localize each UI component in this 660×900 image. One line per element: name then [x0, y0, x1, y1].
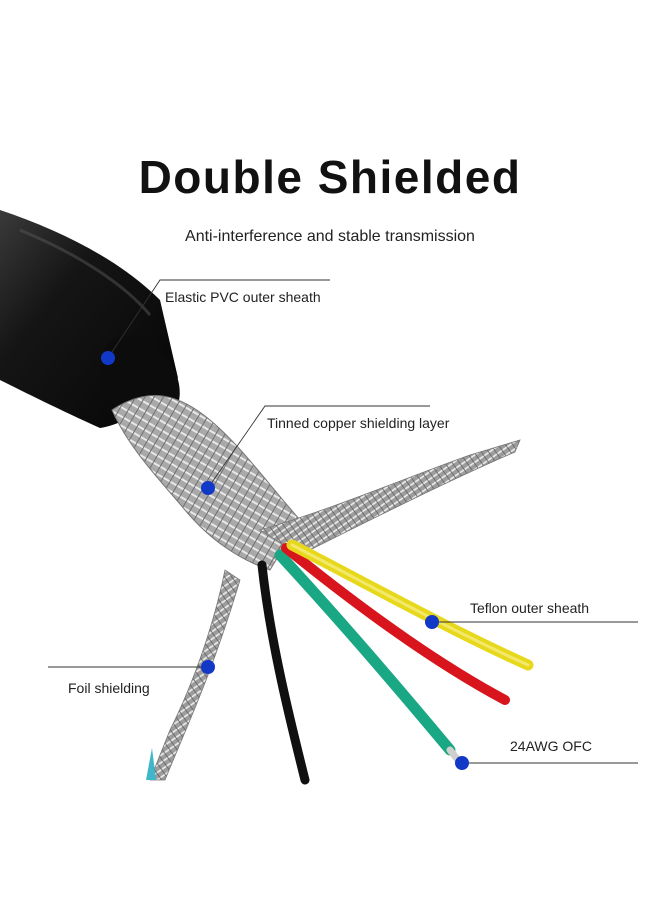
tinned-leader [207, 405, 430, 489]
black-wire [257, 560, 310, 785]
foil-strand [149, 569, 241, 781]
label-foil-shielding: Foil shielding [68, 680, 150, 696]
label-teflon-sheath: Teflon outer sheath [470, 600, 590, 616]
foil-marker [201, 660, 215, 674]
label-pvc-sheath: Elastic PVC outer sheath [165, 289, 321, 305]
page-subtitle: Anti-interference and stable transmissio… [185, 228, 475, 245]
teflon-marker [425, 615, 439, 629]
red-wire [281, 543, 510, 705]
page-title: Double Shielded [138, 151, 522, 203]
label-tinned-shield: Tinned copper shielding layer [267, 415, 450, 431]
awg-marker [455, 756, 469, 770]
label-24awg-ofc: 24AWG OFC [510, 738, 592, 754]
braid-strand-right [259, 439, 521, 556]
pvc-marker [101, 351, 115, 365]
green-wire [274, 549, 456, 756]
tinned-marker [201, 481, 215, 495]
pvc-leader [107, 279, 330, 359]
foil-accent [146, 748, 156, 780]
